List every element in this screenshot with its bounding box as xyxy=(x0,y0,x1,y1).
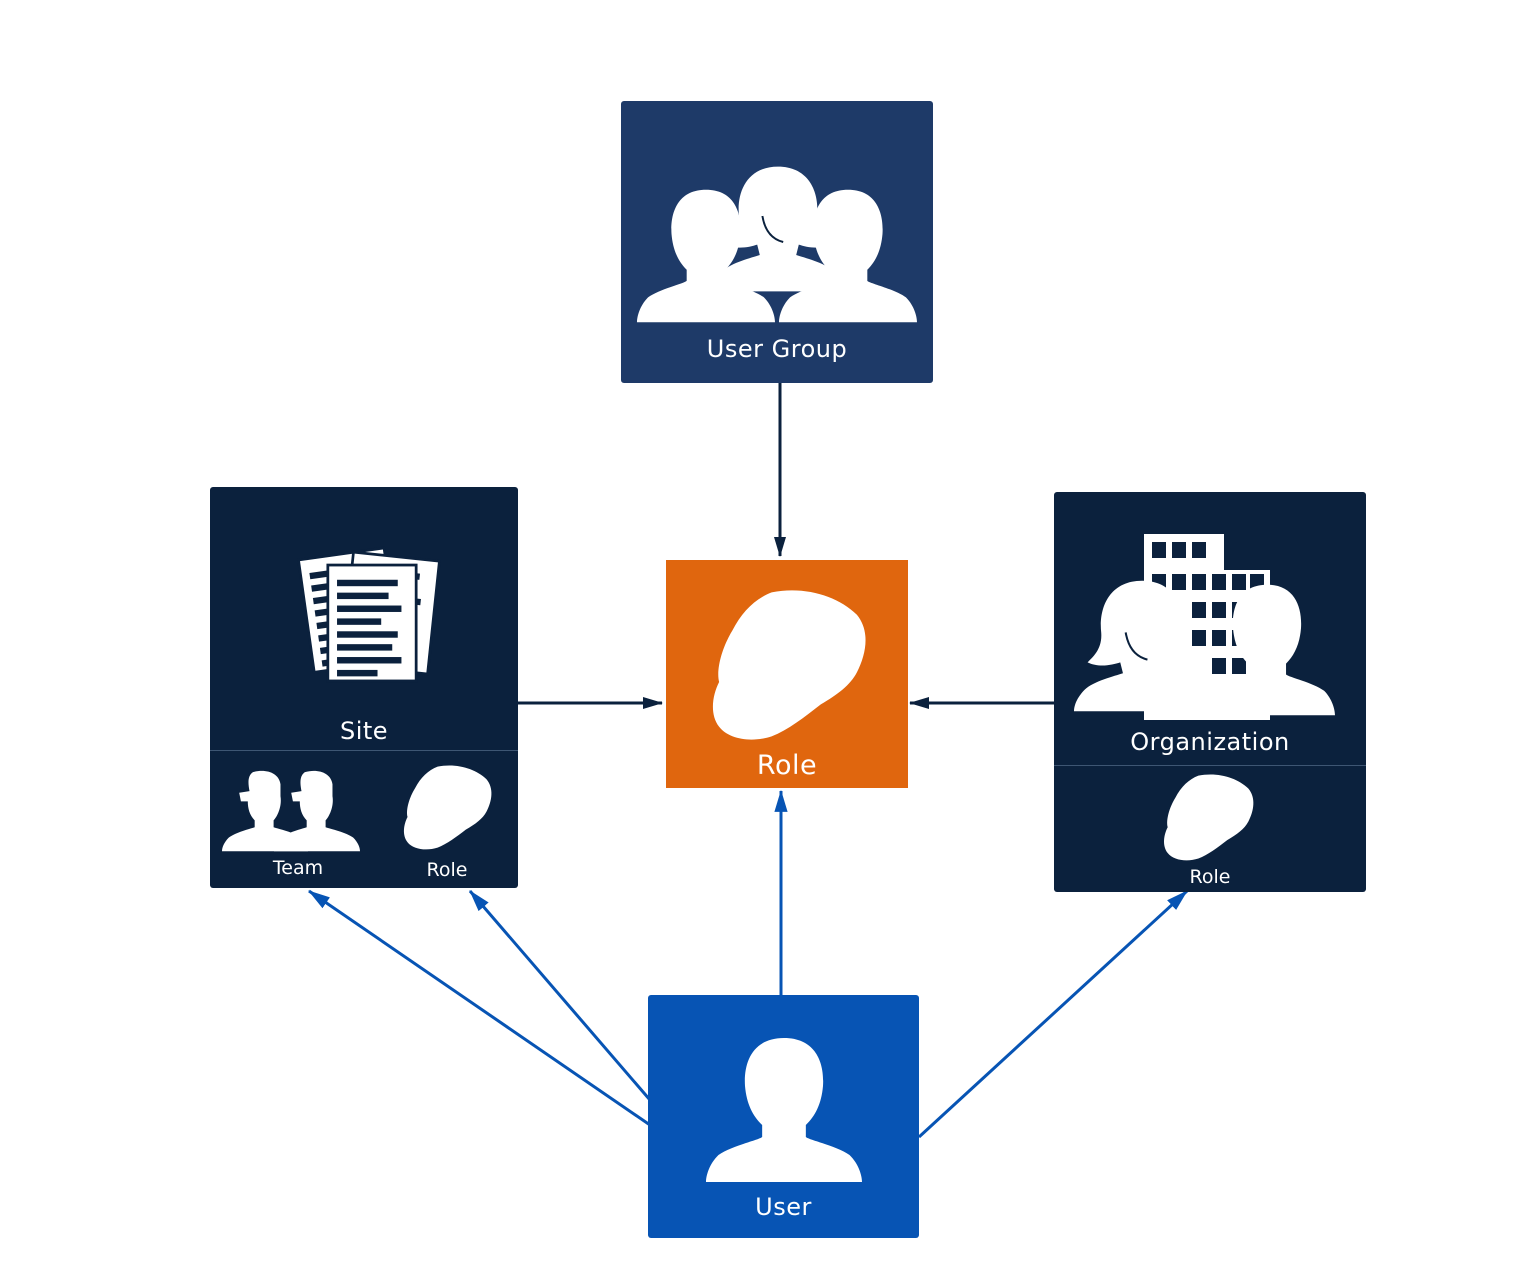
edge-user-to-organization-role xyxy=(917,889,1189,1139)
organization-label: Organization xyxy=(1130,728,1290,756)
organization-node[interactable]: Organization Role xyxy=(1054,492,1366,892)
building-with-people-icon xyxy=(1074,534,1335,720)
person-icon xyxy=(706,1038,862,1182)
site-role-item[interactable]: Role xyxy=(390,763,504,883)
site-team-item[interactable]: Team xyxy=(220,763,370,883)
site-label: Site xyxy=(339,717,389,745)
team-icon xyxy=(222,770,360,852)
user-node[interactable]: User xyxy=(648,995,919,1238)
hard-hat-icon xyxy=(403,765,492,850)
hard-hat-icon xyxy=(712,590,866,740)
organization-role-item[interactable]: Role xyxy=(1150,772,1270,890)
site-team-label: Team xyxy=(272,857,324,879)
edge-user-to-site-team xyxy=(308,889,651,1127)
documents-icon xyxy=(296,546,441,683)
group-of-people-icon xyxy=(637,165,917,323)
role-label: Role xyxy=(756,750,818,781)
organization-divider xyxy=(1054,765,1366,766)
site-node[interactable]: Site Team Role xyxy=(210,487,518,888)
hard-hat-icon xyxy=(1164,774,1254,861)
edge-user-to-site-role xyxy=(468,890,652,1101)
user-group-label: User Group xyxy=(706,335,848,363)
organization-role-label: Role xyxy=(1189,866,1231,888)
role-node[interactable]: Role xyxy=(666,560,908,788)
user-label: User xyxy=(755,1193,812,1221)
site-role-label: Role xyxy=(426,859,468,881)
user-group-node[interactable]: User Group xyxy=(621,101,933,383)
site-divider xyxy=(210,750,518,751)
